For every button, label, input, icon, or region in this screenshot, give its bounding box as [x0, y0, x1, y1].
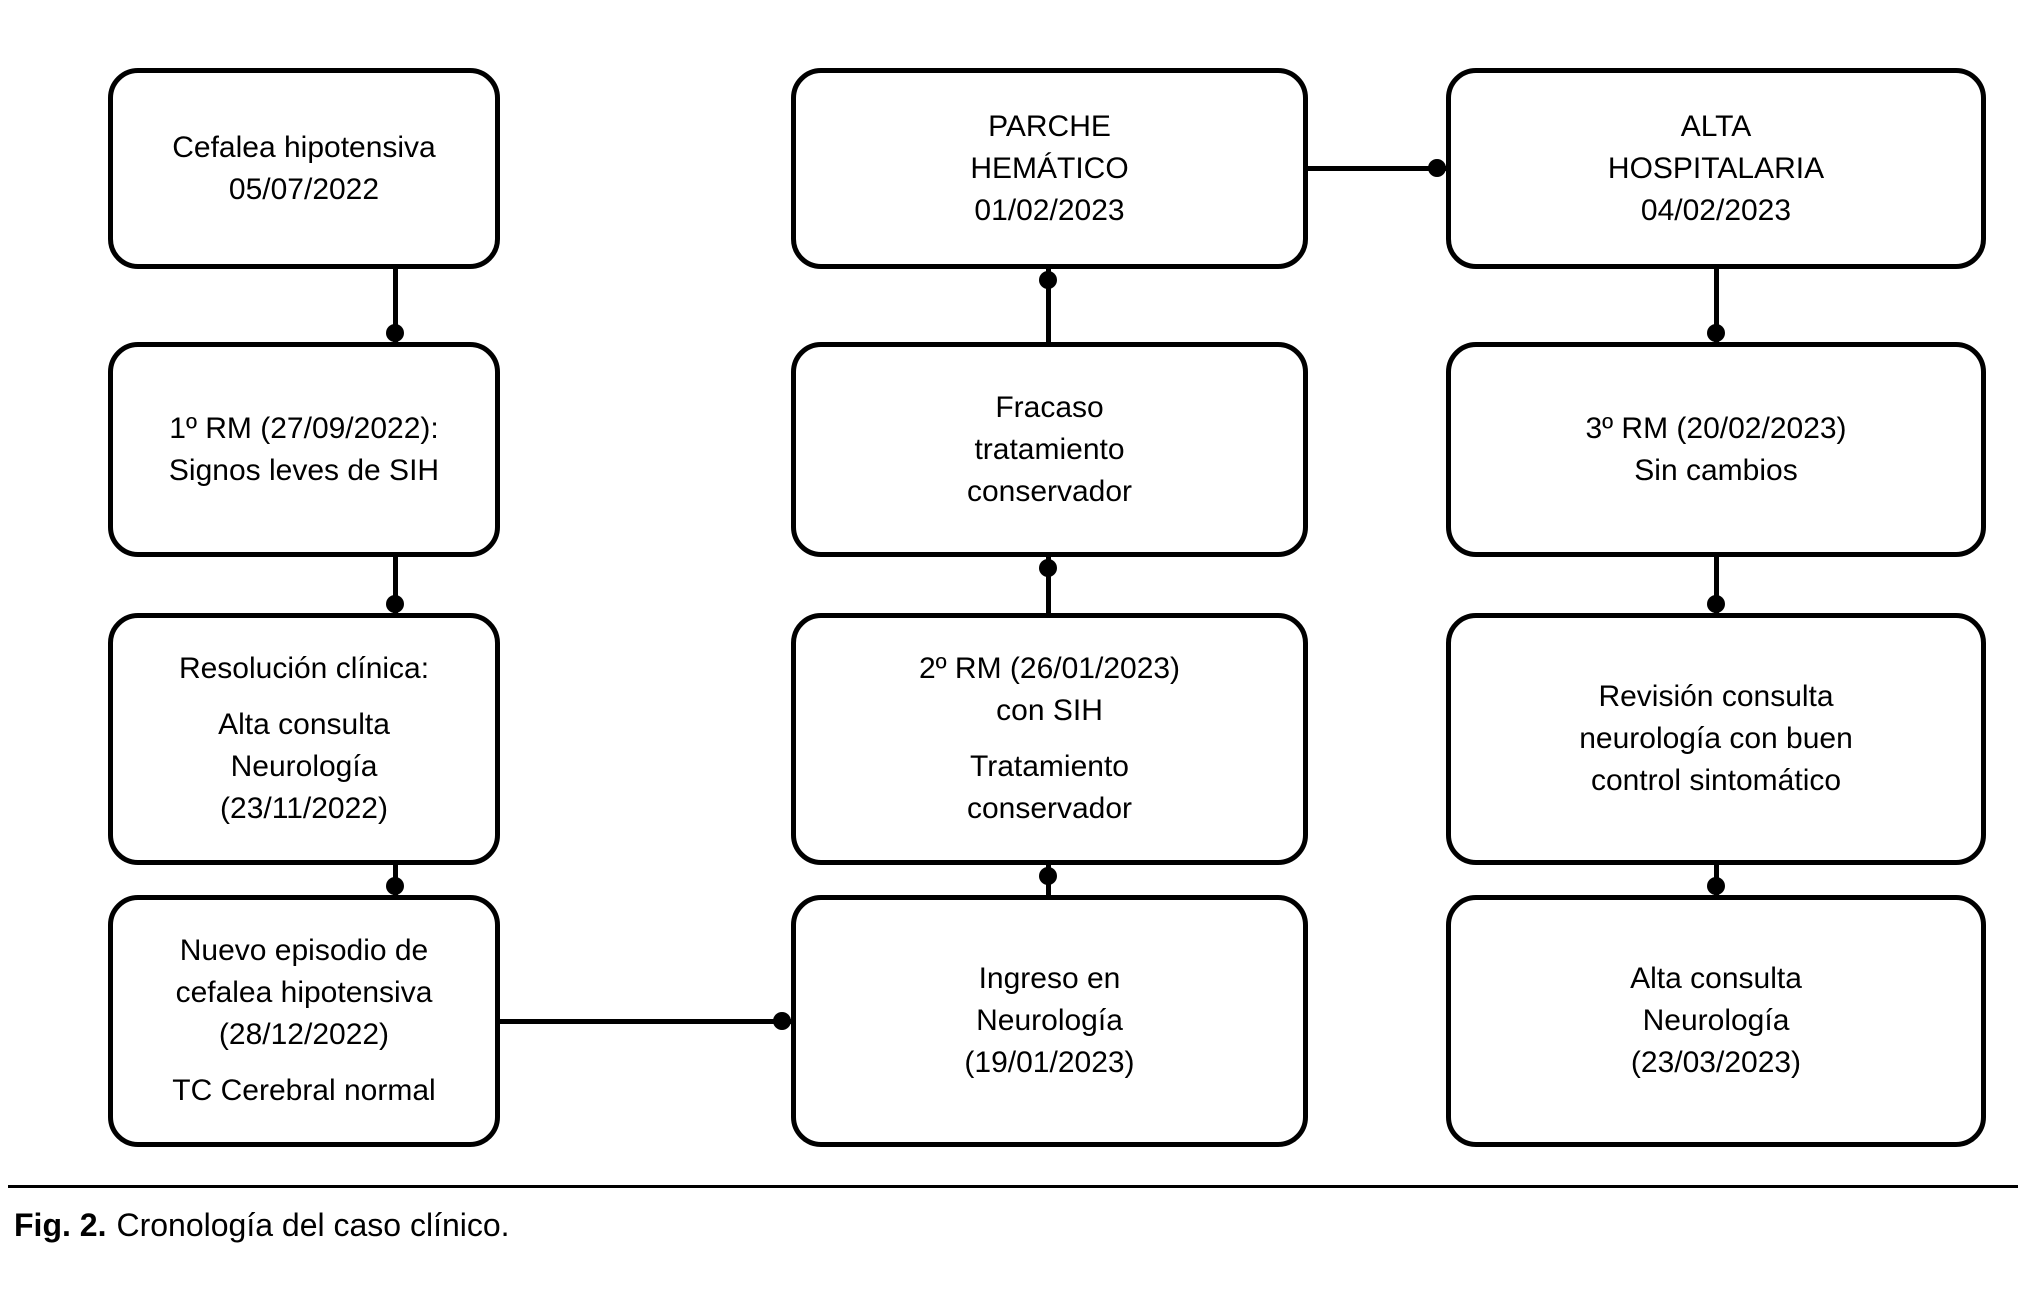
- node-line: (19/01/2023): [964, 1046, 1135, 1079]
- flow-node-fracaso-tratamiento: Fracaso tratamiento conservador: [791, 342, 1308, 557]
- node-line: Signos leves de SIH: [168, 453, 440, 487]
- node-paragraph: 2º RM (26/01/2023) con SIH: [919, 648, 1180, 732]
- node-paragraph: 3º RM (20/02/2023) Sin cambios: [1585, 408, 1846, 492]
- connector-right-r2-r3: [1714, 557, 1719, 613]
- connector-parche-to-alta: [1308, 166, 1446, 171]
- node-line: tratamiento: [974, 432, 1125, 466]
- node-line: Neurología: [230, 750, 378, 783]
- node-line: neurología con buen: [1579, 722, 1853, 755]
- node-line: 01/02/2023: [974, 193, 1125, 227]
- connector-right-r1-r2: [1714, 269, 1719, 342]
- node-line: 05/07/2022: [228, 172, 380, 206]
- node-paragraph: Fracaso tratamiento conservador: [967, 387, 1132, 513]
- node-line: Resolución clínica:: [178, 652, 430, 685]
- figure-caption: Fig. 2.Cronología del caso clínico.: [14, 1205, 510, 1245]
- flow-node-cefalea-hipotensiva: Cefalea hipotensiva 05/07/2022: [108, 68, 500, 269]
- connector-dot-alta-hospitalaria: [1428, 159, 1446, 177]
- node-line: 1º RM (27/09/2022):: [169, 411, 439, 445]
- connector-nuevo-to-ingreso: [500, 1019, 791, 1024]
- caption-rule: [8, 1185, 2018, 1188]
- node-line: Cefalea hipotensiva: [172, 130, 436, 164]
- node-line: Neurología: [1642, 1004, 1790, 1037]
- node-paragraph: Resolución clínica:: [179, 648, 429, 690]
- flow-node-parche-hematico: PARCHE HEMÁTICO 01/02/2023: [791, 68, 1308, 269]
- node-line: 3º RM (20/02/2023): [1585, 411, 1847, 445]
- connector-dot-ingreso: [773, 1012, 791, 1030]
- node-line: (23/03/2023): [1630, 1046, 1802, 1079]
- connector-mid-r3-r2: [1046, 557, 1051, 613]
- node-line: 2º RM (26/01/2023): [918, 652, 1181, 685]
- figure-caption-text: Cronología del caso clínico.: [116, 1207, 510, 1243]
- node-line: 04/02/2023: [1640, 193, 1792, 227]
- node-line: PARCHE: [988, 109, 1111, 143]
- connector-dot-right-r3: [1707, 595, 1725, 613]
- connector-mid-r2-r1: [1046, 269, 1051, 342]
- node-line: Sin cambios: [1634, 453, 1798, 487]
- node-paragraph: 1º RM (27/09/2022): Signos leves de SIH: [169, 408, 439, 492]
- node-line: cefalea hipotensiva: [175, 976, 433, 1009]
- flow-node-segunda-rm: 2º RM (26/01/2023) con SIH Tratamiento cons…: [791, 613, 1308, 865]
- node-line: Fracaso: [995, 390, 1104, 424]
- node-paragraph: Revisión consulta neurología con buen cont…: [1579, 676, 1853, 802]
- node-line: Tratamiento: [970, 750, 1129, 783]
- connector-left-r1-r2: [393, 269, 398, 342]
- flow-node-nuevo-episodio: Nuevo episodio de cefalea hipotensiva (28/…: [108, 895, 500, 1147]
- connector-dot-left-r2: [386, 324, 404, 342]
- flow-node-revision-consulta: Revisión consulta neurología con buen cont…: [1446, 613, 1986, 865]
- flow-node-alta-hospitalaria: ALTA HOSPITALARIA 04/02/2023: [1446, 68, 1986, 269]
- node-paragraph: TC Cerebral normal: [172, 1070, 435, 1112]
- node-paragraph: Tratamiento conservador: [967, 746, 1132, 830]
- node-line: Revisión consulta: [1598, 680, 1834, 713]
- connector-dot-left-r4: [386, 877, 404, 895]
- connector-dot-right-r4: [1707, 877, 1725, 895]
- node-paragraph: ALTA HOSPITALARIA 04/02/2023: [1608, 106, 1824, 232]
- node-paragraph: Nuevo episodio de cefalea hipotensiva (28/…: [176, 930, 433, 1056]
- node-line: con SIH: [996, 694, 1103, 727]
- node-paragraph: Ingreso en Neurología (19/01/2023): [964, 958, 1134, 1084]
- flow-node-ingreso-neurologia: Ingreso en Neurología (19/01/2023): [791, 895, 1308, 1147]
- node-line: Neurología: [976, 1004, 1123, 1037]
- node-line: Ingreso en: [978, 962, 1121, 995]
- node-line: Alta consulta: [1630, 962, 1802, 995]
- node-line: HOSPITALARIA: [1607, 151, 1825, 185]
- flow-node-tercera-rm: 3º RM (20/02/2023) Sin cambios: [1446, 342, 1986, 557]
- figure-caption-label: Fig. 2.: [14, 1207, 107, 1243]
- node-line: (28/12/2022): [218, 1018, 390, 1051]
- node-line: (23/11/2022): [220, 792, 388, 825]
- node-line: HEMÁTICO: [970, 151, 1129, 185]
- node-line: control sintomático: [1590, 764, 1842, 797]
- node-line: conservador: [966, 792, 1133, 825]
- node-paragraph: Cefalea hipotensiva 05/07/2022: [172, 127, 436, 211]
- connector-dot-mid-r1: [1039, 271, 1057, 289]
- node-line: ALTA: [1680, 109, 1752, 143]
- connector-dot-mid-r2: [1039, 559, 1057, 577]
- connector-dot-right-r2: [1707, 324, 1725, 342]
- connector-dot-mid-r3: [1039, 867, 1057, 885]
- connector-left-r2-r3: [393, 557, 398, 613]
- node-line: Nuevo episodio de: [179, 934, 429, 967]
- node-line: TC Cerebral normal: [172, 1074, 436, 1107]
- node-line: conservador: [966, 474, 1133, 508]
- node-paragraph: PARCHE HEMÁTICO 01/02/2023: [970, 106, 1128, 232]
- node-line: Alta consulta: [218, 708, 390, 741]
- connector-dot-left-r3: [386, 595, 404, 613]
- flow-node-primera-rm: 1º RM (27/09/2022): Signos leves de SIH: [108, 342, 500, 557]
